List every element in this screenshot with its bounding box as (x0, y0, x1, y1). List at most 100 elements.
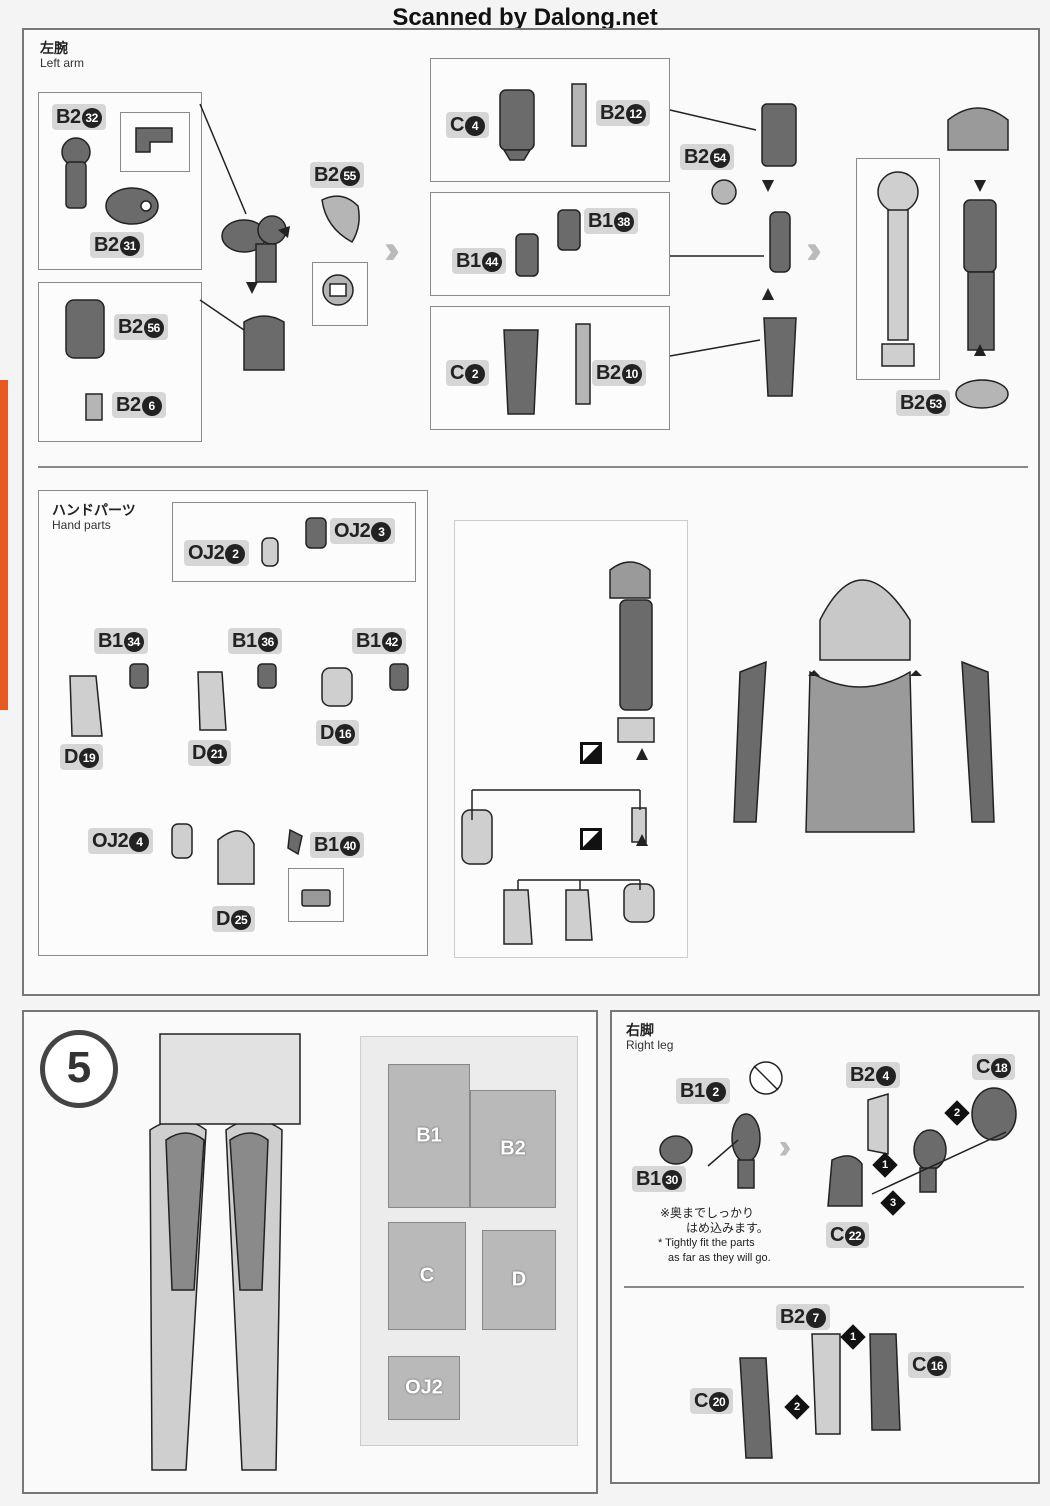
grip-inset-icon (301, 889, 331, 907)
b1-38-piece-icon (557, 209, 581, 251)
swap-hands-icon (461, 807, 655, 945)
shoulder-socket-icon (65, 299, 105, 359)
hand-parts-title-jp: ハンドパーツ (52, 502, 136, 518)
right-leg-title-en: Right leg (626, 1038, 674, 1052)
shoulder-piece-icon (61, 137, 91, 209)
right-leg-title: 右脚 Right leg (626, 1022, 673, 1052)
b1-30-disc-icon (659, 1135, 693, 1165)
fit-note-jp-2: はめ込みます。 (686, 1221, 769, 1235)
runner-d: D (482, 1230, 556, 1330)
fit-note-en-2: as far as they will go. (668, 1252, 771, 1264)
fit-note-en-1: * Tightly fit the parts (658, 1237, 755, 1249)
upper-arm-assembled-icon (761, 103, 797, 167)
left-arm-title-en: Left arm (40, 56, 85, 70)
right-leg-title-jp: 右脚 (626, 1022, 654, 1038)
leg-joint-assembled-icon (913, 1129, 947, 1193)
shoulder-small-icon (85, 393, 103, 421)
inset-part-icon (135, 127, 173, 153)
long-arm-icon (609, 561, 655, 743)
watermark: Scanned by Dalong.net (392, 4, 658, 31)
hand-parts-title-en: Hand parts (52, 518, 111, 532)
runner-oj2-label: OJ2 (405, 1376, 443, 1399)
b2-12-frame-icon (571, 83, 587, 147)
runner-b1: B1 (388, 1064, 470, 1208)
step-chevron-1: ››› (384, 228, 400, 272)
cut-mark-icon-1 (580, 742, 602, 764)
relaxed-hand-icon (197, 671, 227, 731)
b2-10-frame-icon (575, 323, 591, 405)
upper-arm-block-icon (243, 315, 285, 371)
shoulder-armor-icon (321, 195, 360, 243)
runner-b2-label: B2 (500, 1137, 526, 1160)
figure-arms-icon (733, 660, 995, 823)
fit-note-jp-1: ※奥までしっかり (660, 1206, 755, 1220)
shoulder-cap-icon (105, 187, 159, 225)
runner-d-label: D (511, 1268, 527, 1291)
b2-4-panel-icon (867, 1092, 889, 1155)
step-chevron-2: ››› (806, 228, 822, 272)
step-number-badge: 5 (40, 1030, 118, 1108)
torso-figure-icon (805, 579, 915, 833)
hand-parts-title: ハンドパーツ Hand parts (52, 502, 136, 532)
runner-c: C (388, 1222, 466, 1330)
b2-7-frame-icon (811, 1333, 841, 1435)
left-arm-title: 左腕 Left arm (40, 40, 84, 70)
open-hand-icon (69, 675, 103, 737)
runner-c-label: C (419, 1264, 435, 1287)
oj2-2-wrist-icon (261, 537, 279, 567)
reference-arm-icon (877, 171, 919, 367)
b2-54-disc-icon (711, 179, 737, 205)
left-arm-title-jp: 左腕 (40, 40, 68, 56)
no-paint-icon (749, 1061, 783, 1095)
cut-mark-icon-2 (580, 828, 602, 850)
arrow-heads (246, 180, 986, 846)
forearm-assembled-icon (763, 317, 797, 397)
legs-thigh-icon (165, 1132, 269, 1291)
accent-edge-stripe (0, 380, 8, 710)
wrist-pegs-icon (129, 663, 409, 691)
fist-hand-icon (321, 667, 353, 707)
runner-b2: B2 (470, 1090, 556, 1208)
c18-thigh-cap-icon (971, 1087, 1017, 1141)
c16-shin-back-icon (869, 1333, 901, 1431)
joint-ring-icon (322, 274, 354, 306)
b1-44-piece-icon (515, 233, 539, 277)
c2-forearm-icon (503, 329, 539, 415)
runner-b1-label: B1 (416, 1124, 442, 1147)
hip-joint-icon (731, 1113, 761, 1189)
fit-note: ※奥までしっかり はめ込みます。 * Tightly fit the parts… (658, 1206, 771, 1266)
runner-oj2: OJ2 (388, 1356, 460, 1420)
c4-upper-arm-icon (499, 89, 535, 161)
grip-hand-icon (171, 823, 303, 885)
